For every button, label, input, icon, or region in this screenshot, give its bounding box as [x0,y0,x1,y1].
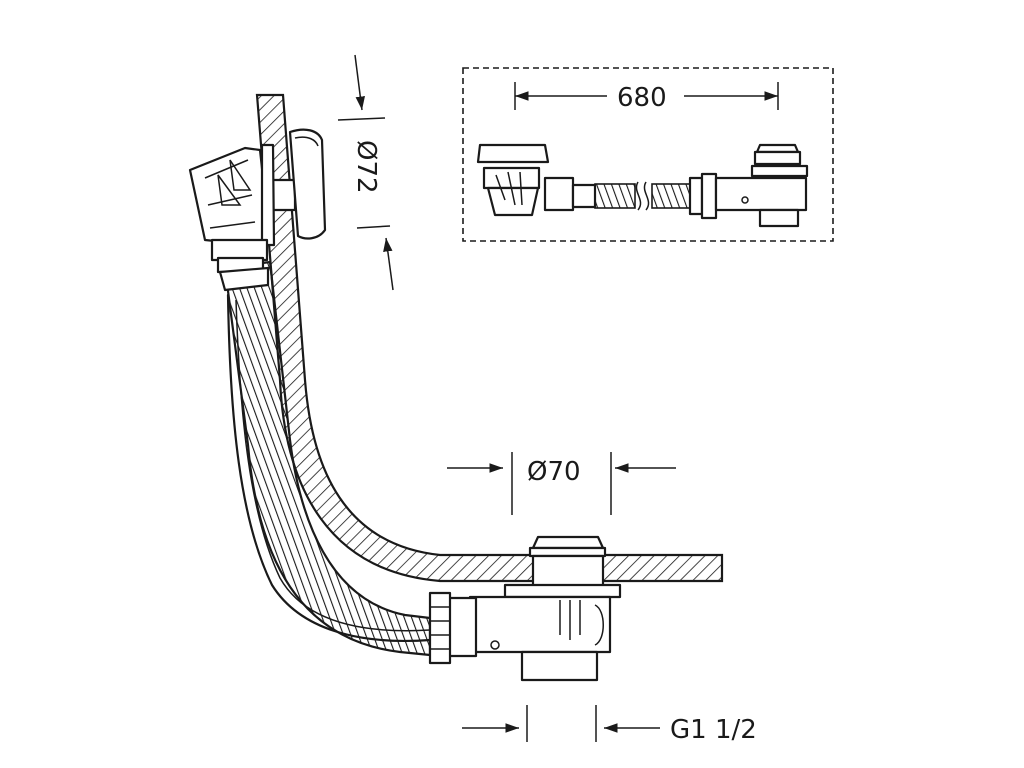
drain-assembly [428,535,622,682]
dimension-drain-diameter: Ø70 [447,452,676,515]
length-label: 680 [617,83,667,113]
overflow-diameter-label: Ø72 [351,140,381,194]
inset-full-length-view: 680 [462,67,834,242]
flexible-hose [223,260,432,657]
bowden-cable [226,293,432,642]
dimension-thread: G1 1/2 [462,705,757,745]
bathtub-shell-section [255,93,724,583]
inset-frame [462,67,834,242]
overflow-head [188,128,327,292]
drain-diameter-label: Ø70 [527,457,581,487]
dimension-overflow-diameter: Ø72 [337,54,394,291]
thread-label: G1 1/2 [670,715,757,745]
